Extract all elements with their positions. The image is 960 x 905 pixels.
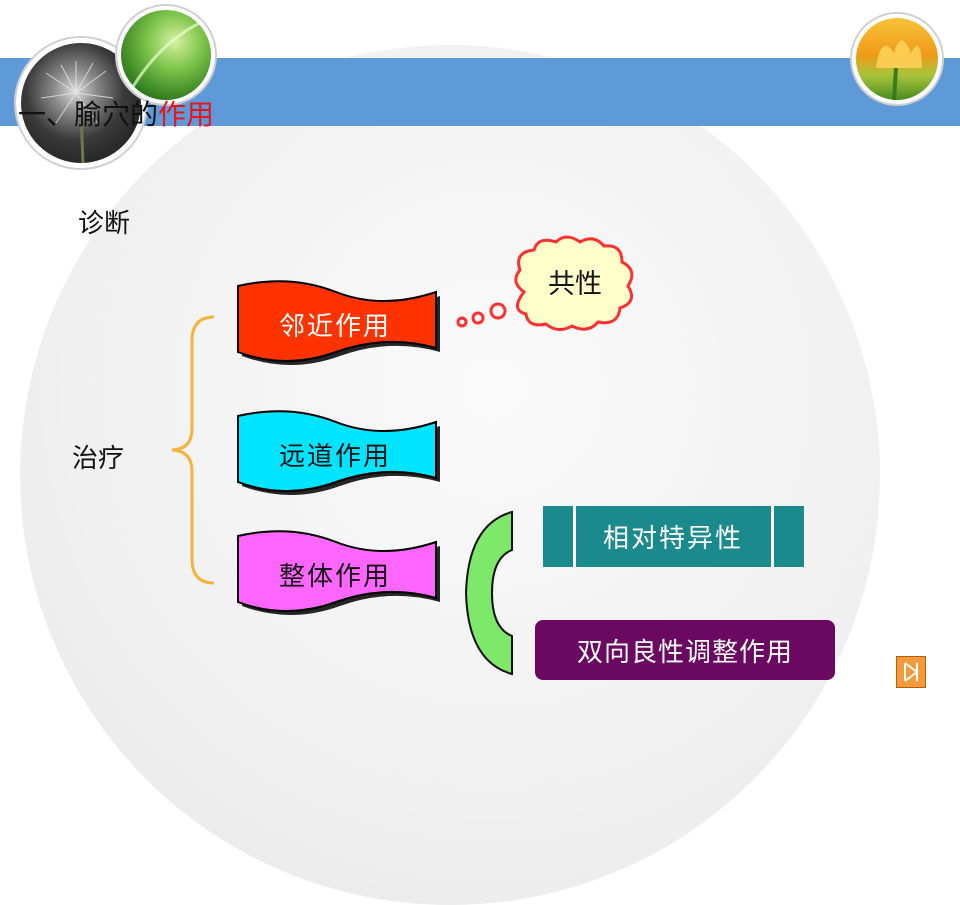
label-treatment: 治疗 xyxy=(72,444,125,474)
effect-label-holistic: 整体作用 xyxy=(278,561,391,592)
title-prefix: 一、腧穴的 xyxy=(18,98,159,131)
specificity-divider-left xyxy=(573,506,576,567)
title-accent: 作用 xyxy=(158,98,215,131)
specificity-box: 相对特异性 xyxy=(543,506,804,567)
specificity-divider-right xyxy=(771,506,774,567)
bidirectional-box: 双向良性调整作用 xyxy=(535,620,835,680)
effect-label-distal: 远道作用 xyxy=(278,441,391,472)
effect-label-nearby: 邻近作用 xyxy=(278,311,391,342)
background-circle xyxy=(20,45,880,905)
next-slide-button[interactable] xyxy=(896,656,926,688)
thought-cloud xyxy=(456,235,634,331)
label-diagnosis: 诊断 xyxy=(78,209,131,239)
cloud-label: 共性 xyxy=(548,269,602,300)
effect-banner-nearby: 邻近作用 xyxy=(230,280,446,368)
characteristics-arc xyxy=(464,510,513,676)
next-slide-icon xyxy=(904,662,919,682)
treatment-bracket xyxy=(171,315,215,585)
tulip-photo xyxy=(852,14,942,104)
effect-banner-holistic: 整体作用 xyxy=(230,530,446,618)
slide-title: 一、腧穴的作用 xyxy=(18,93,214,133)
specificity-label: 相对特异性 xyxy=(602,524,743,554)
leaf-photo xyxy=(117,6,215,104)
effect-banner-distal: 远道作用 xyxy=(230,410,446,498)
